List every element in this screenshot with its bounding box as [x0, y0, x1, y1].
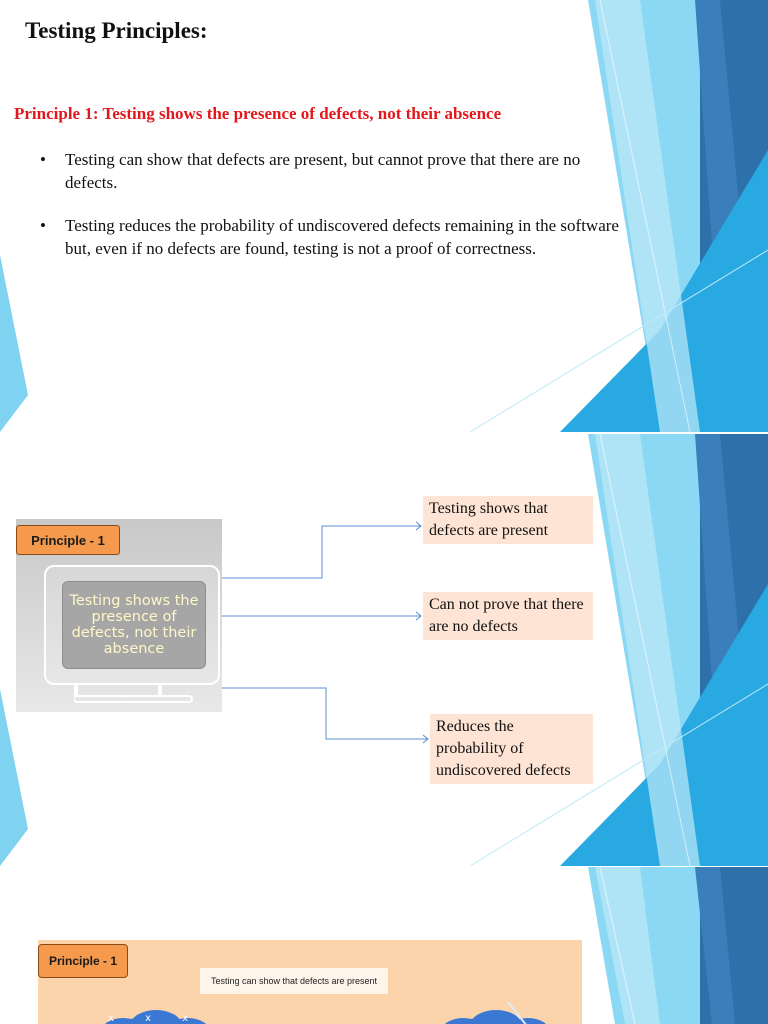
bullet-list: • Testing can show that defects are prese… [40, 148, 630, 280]
defect-marks: x x x [108, 1013, 203, 1024]
callout-box: Testing shows that defects are present [423, 496, 593, 544]
callout-box: Reduces the probability of undiscovered … [430, 714, 593, 784]
callout-box: Can not prove that there are no defects [423, 592, 593, 640]
slide-3: Principle - 1 Testing can show that defe… [0, 867, 768, 1024]
bullet-item: • Testing can show that defects are prese… [40, 148, 630, 194]
bullet-item: • Testing reduces the probability of undi… [40, 214, 630, 260]
principle-heading: Principle 1: Testing shows the presence … [14, 104, 502, 123]
monitor-stand-icon [74, 684, 193, 703]
bullet-text: Testing can show that defects are presen… [65, 150, 581, 192]
cloud-icon [104, 1001, 547, 1024]
slide-decoration [0, 434, 768, 866]
slide-2: Principle - 1 Testing shows the presence… [0, 434, 768, 866]
slide-decoration [0, 0, 768, 432]
principle-graphic: Principle - 1 Testing shows the presence… [16, 519, 222, 712]
caption-text: Testing can show that defects are presen… [200, 968, 388, 994]
monitor-icon: Testing shows the presence of defects, n… [44, 565, 220, 685]
slide-1: Testing Principles: Principle 1: Testing… [0, 0, 768, 432]
slide-decoration [588, 867, 768, 1024]
principle-label: Principle - 1 [38, 944, 128, 978]
bullet-text: Testing reduces the probability of undis… [65, 216, 619, 258]
monitor-screen-text: Testing shows the presence of defects, n… [62, 581, 206, 669]
principle-graphic: Principle - 1 Testing can show that defe… [38, 940, 582, 1024]
bullet-dot-icon: • [40, 150, 46, 169]
page-title: Testing Principles: [25, 18, 208, 43]
principle-label: Principle - 1 [16, 525, 120, 555]
bullet-dot-icon: • [40, 216, 46, 235]
